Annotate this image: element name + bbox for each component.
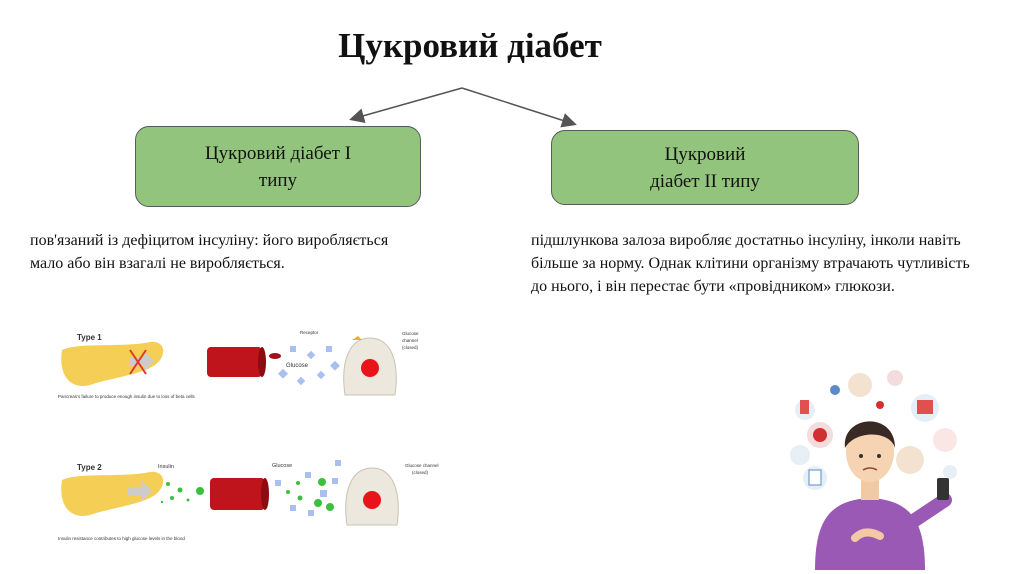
cell-nucleus xyxy=(361,359,379,377)
arrow-icon xyxy=(128,481,152,501)
insulin-molecules xyxy=(160,482,204,504)
slide-title: Цукровий діабет xyxy=(338,26,602,65)
type1-caption: Pancreas's failure to produce enough ins… xyxy=(58,394,195,399)
type1-channel-label-1: Glucose xyxy=(402,331,419,336)
blood-vessel-icon xyxy=(207,347,262,377)
type1-channel-label-2: channel xyxy=(402,338,418,343)
person-icon xyxy=(815,421,952,570)
pancreas-icon xyxy=(61,341,164,386)
blood-vessel-icon xyxy=(210,478,265,510)
type2-row: Type 2 Insulin Glucose Glucose channel (… xyxy=(58,460,439,541)
type2-channel-label-1: Glucose channel xyxy=(405,463,439,468)
arrow-to-type2 xyxy=(461,87,577,128)
type1-label-line2: типу xyxy=(258,169,298,191)
type1-row: Type 1 Glucose Receptor Glucose channel … xyxy=(58,330,419,399)
glucose-molecules xyxy=(275,460,341,516)
cross-icon xyxy=(129,349,147,375)
type1-receptor-label: Receptor xyxy=(300,330,319,335)
type2-title: Type 2 xyxy=(77,463,102,472)
type2-caption: Insulin resistance contributes to high g… xyxy=(58,536,185,541)
type1-title: Type 1 xyxy=(77,333,102,342)
type2-label-line1: Цукровий xyxy=(664,143,746,165)
cell-nucleus xyxy=(363,491,381,509)
type2-box: Цукровий діабет II типу xyxy=(551,130,859,205)
type2-label-line2: діабет II типу xyxy=(650,170,760,192)
person-symptoms-illustration xyxy=(790,370,957,570)
pancreas-icon xyxy=(61,471,164,516)
red-blood-cell-icon xyxy=(269,353,281,359)
type2-description: підшлункова залоза виробляє достатньо ін… xyxy=(531,232,970,295)
type2-glucose-label: Glucose xyxy=(272,463,292,469)
type1-label-line1: Цукровий діабет I xyxy=(204,142,352,164)
symptom-icons xyxy=(790,370,957,490)
type1-glucose-label: Glucose xyxy=(286,363,309,369)
type1-channel-label-3: (closed) xyxy=(402,345,419,350)
type1-box: Цукровий діабет I типу xyxy=(135,126,421,207)
type2-insulin-label: Insulin xyxy=(158,464,174,470)
diabetes-types-illustration: Type 1 Glucose Receptor Glucose channel … xyxy=(58,330,439,541)
arrow-to-type1 xyxy=(349,87,463,123)
type1-description: пов'язаний із дефіцитом інсуліну: його в… xyxy=(30,232,389,272)
receptor-icon xyxy=(352,336,362,340)
type2-channel-label-2: (closed) xyxy=(412,470,429,475)
blocked-arrow-icon xyxy=(130,351,154,371)
